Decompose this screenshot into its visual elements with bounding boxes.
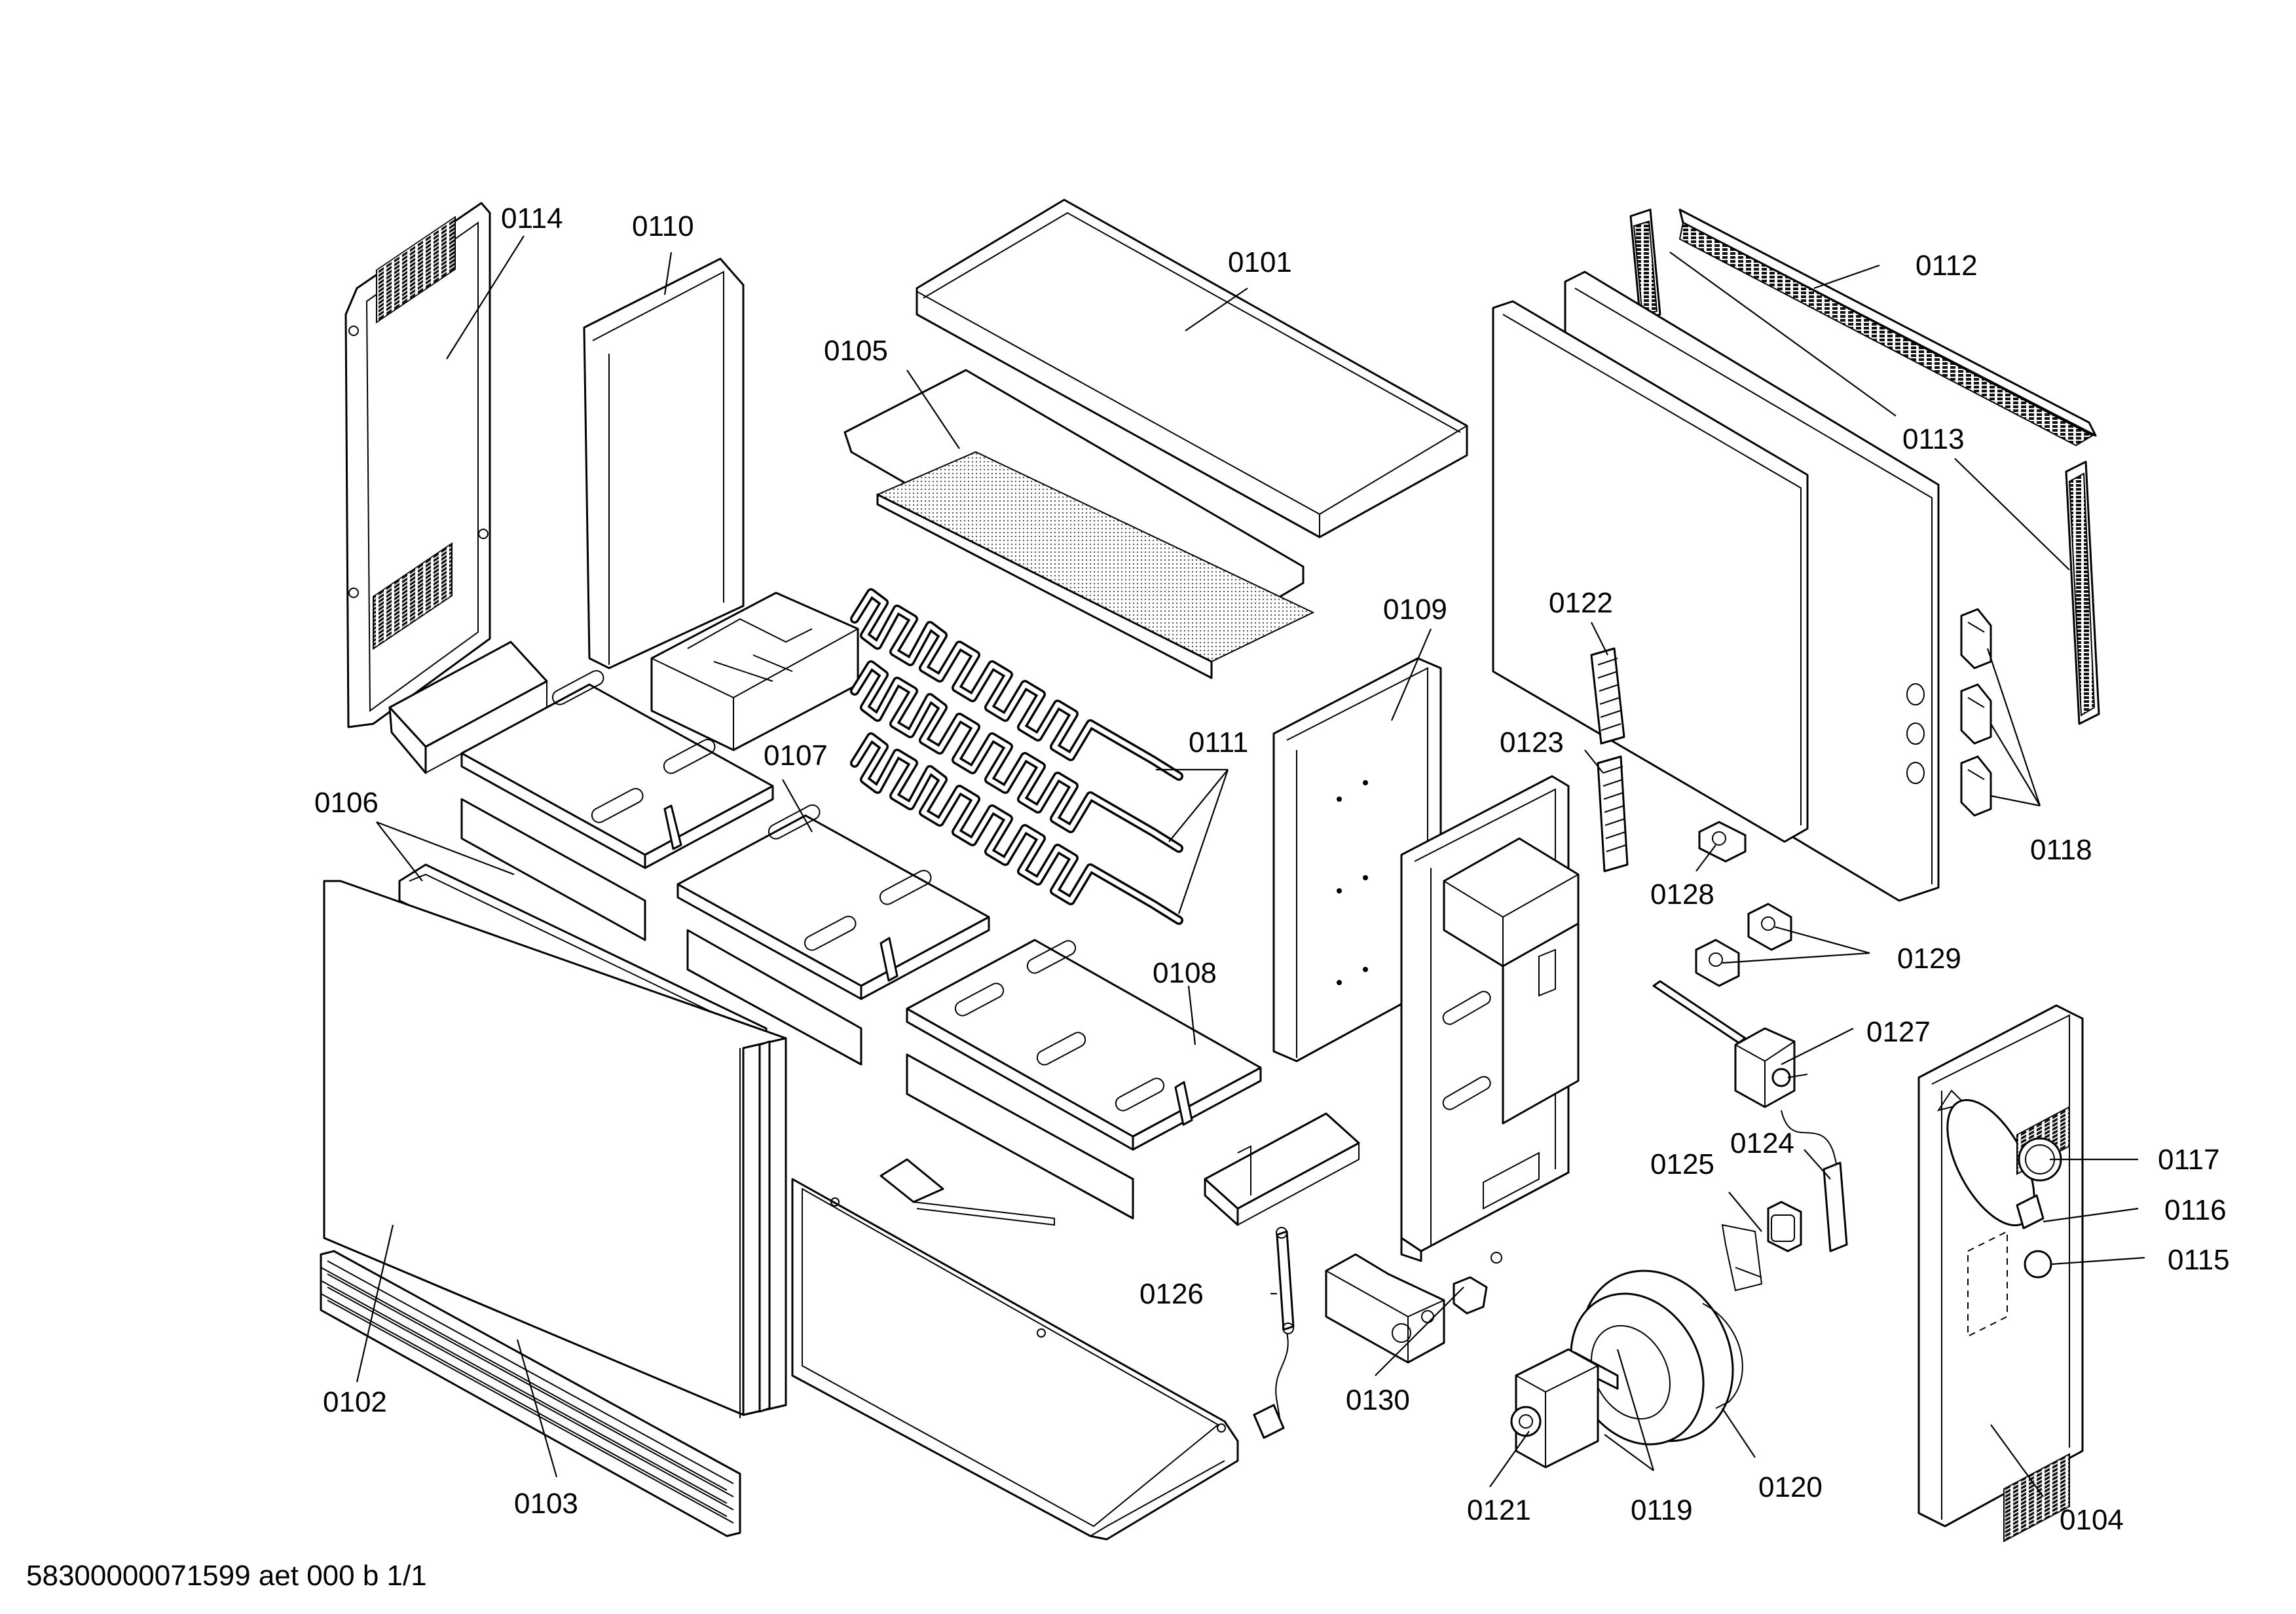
- label-0122: 0122: [1549, 587, 1613, 619]
- support-block-left: [388, 641, 548, 774]
- label-0121: 0121: [1467, 1494, 1531, 1526]
- label-0108: 0108: [1153, 957, 1217, 989]
- terminal-block-0122: [1590, 647, 1625, 745]
- sensor-0126: [1253, 1227, 1295, 1439]
- label-0128: 0128: [1650, 878, 1714, 910]
- thermostat-0127: [1734, 1027, 1848, 1252]
- label-0119: 0119: [1631, 1494, 1693, 1526]
- label-0112: 0112: [1916, 250, 1978, 282]
- label-0111: 0111: [1189, 726, 1248, 759]
- thermostat-0128: [1698, 821, 1747, 863]
- bracket-0130: [1325, 1252, 1502, 1364]
- label-0110: 0110: [632, 210, 694, 242]
- label-0127: 0127: [1866, 1016, 1931, 1048]
- probe-rod: [1652, 980, 1747, 1044]
- label-0107: 0107: [764, 740, 828, 772]
- label-0124: 0124: [1730, 1127, 1794, 1159]
- plate-0105: [843, 369, 1315, 679]
- deflector-rod: [880, 1158, 1055, 1226]
- label-0116: 0116: [2164, 1194, 2227, 1226]
- label-0106: 0106: [314, 787, 379, 819]
- label-0115: 0115: [2168, 1244, 2230, 1276]
- label-0125: 0125: [1650, 1148, 1714, 1180]
- control-block: [650, 591, 859, 751]
- top-cover-0101: [916, 198, 1468, 538]
- relay-0125: [1721, 1201, 1802, 1292]
- label-0114: 0114: [501, 202, 563, 235]
- fan-motor: [1510, 1269, 1743, 1469]
- door-panel-0102: [323, 880, 787, 1418]
- stone-tray-middle-0107: [676, 804, 990, 1066]
- heating-coils-0111: [850, 588, 1183, 925]
- label-0117: 0117: [2158, 1144, 2220, 1176]
- base-plate: [791, 1178, 1239, 1541]
- label-0104: 0104: [2060, 1504, 2124, 1536]
- part-labels: 0114 0110 0101 0105 0109 0111 0107 0106 …: [314, 202, 2230, 1536]
- label-0102: 0102: [323, 1386, 387, 1418]
- limiters-0129: [1695, 903, 1792, 987]
- label-0103: 0103: [514, 1488, 578, 1520]
- side-cover-0104: [1917, 1004, 2084, 1543]
- label-0130: 0130: [1346, 1384, 1410, 1416]
- label-0109: 0109: [1383, 593, 1447, 626]
- side-panel-0114: [344, 202, 491, 728]
- label-0123: 0123: [1500, 726, 1564, 759]
- label-0113: 0113: [1902, 423, 1965, 455]
- terminal-block-0123: [1597, 755, 1629, 873]
- insulation-0110: [583, 257, 745, 669]
- label-0101: 0101: [1228, 246, 1292, 278]
- back-panel-front: [1492, 300, 1809, 843]
- support-block-right: [1204, 1112, 1360, 1226]
- label-0118: 0118: [2030, 834, 2092, 866]
- document-footer: 58300000071599 aet 000 b 1/1: [26, 1560, 427, 1592]
- stone-tray-upper: [460, 669, 774, 941]
- label-0105: 0105: [824, 335, 888, 367]
- label-0129: 0129: [1897, 943, 1961, 975]
- leader-lines: [356, 235, 2145, 1497]
- stone-tray-lower-0108: [906, 939, 1262, 1220]
- clips-0118: [1960, 608, 1992, 817]
- grille-strip-0112: [1629, 208, 2097, 447]
- label-0126: 0126: [1139, 1278, 1204, 1310]
- control-housing: [1400, 775, 1580, 1262]
- label-0120: 0120: [1758, 1471, 1823, 1503]
- grille-strip-0113: [2065, 460, 2100, 725]
